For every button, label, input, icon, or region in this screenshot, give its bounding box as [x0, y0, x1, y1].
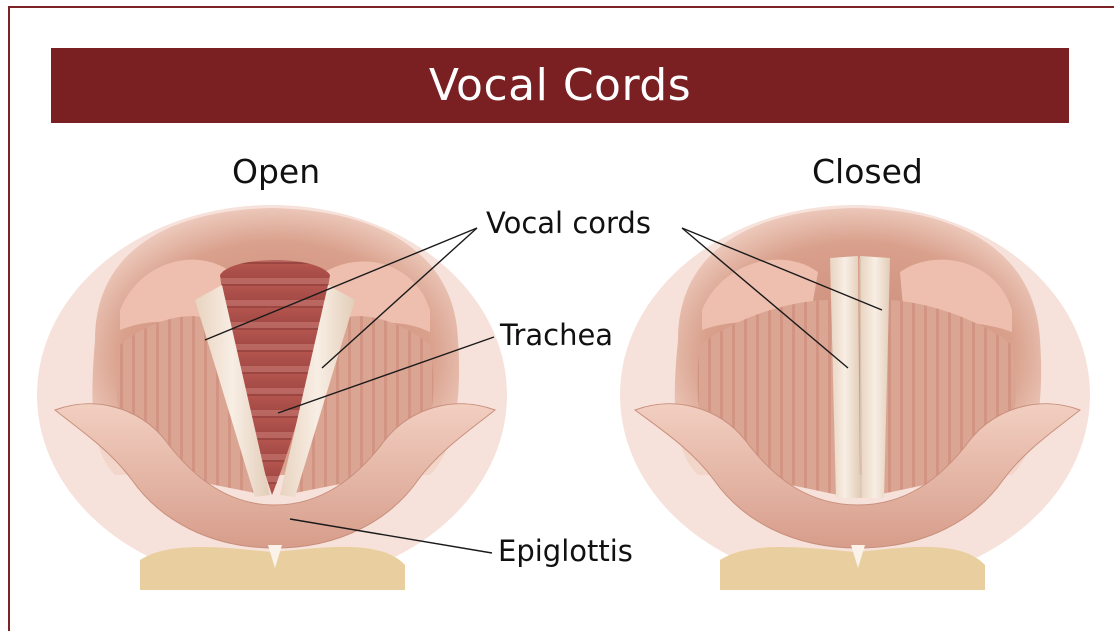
closed-base-tissue: [720, 547, 985, 590]
closed-cord-seam: [860, 258, 861, 498]
epiglottis-callout: Epiglottis: [498, 534, 633, 568]
open-larynx: [37, 205, 507, 590]
closed-larynx: [620, 205, 1090, 590]
trachea-callout: Trachea: [500, 318, 613, 352]
vocal-cords-callout: Vocal cords: [486, 206, 651, 240]
